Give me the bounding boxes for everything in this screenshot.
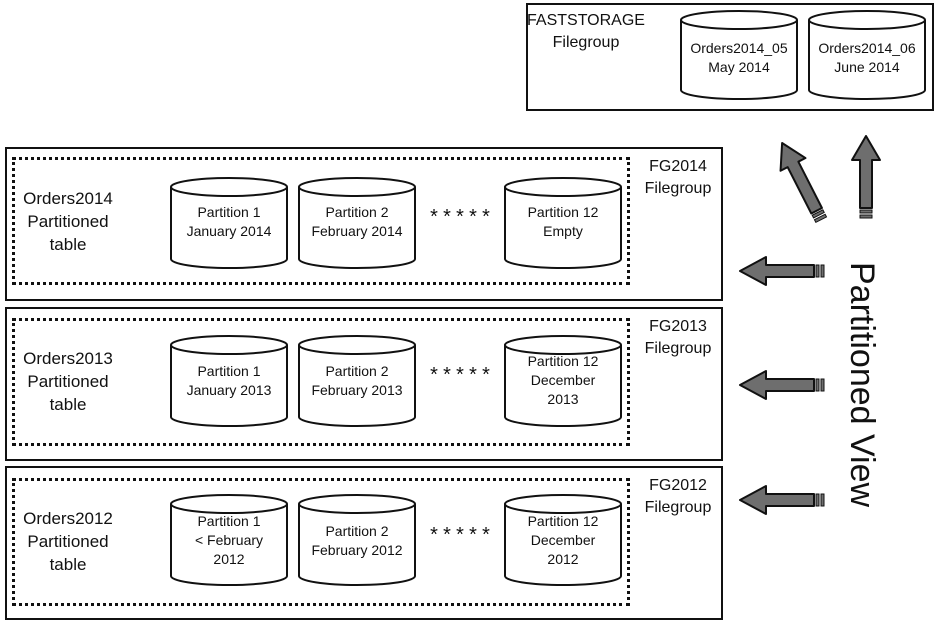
orders2013-table-label: Orders2013 Partitioned table: [18, 347, 118, 416]
partition-line1: Partition 1: [197, 513, 261, 529]
cylinder-icon: [504, 494, 622, 586]
faststorage-title-line2: Filegroup: [552, 34, 620, 51]
cylinder-icon: [680, 10, 798, 100]
fg2013-label: FG2013 Filegroup: [636, 316, 720, 360]
orders2014-partitioned-table-border: [12, 157, 630, 285]
partition-line1: Partition 12: [527, 204, 599, 220]
arrow-left-to-fg2014-icon: [739, 256, 825, 286]
cylinder-icon: [170, 494, 288, 586]
partition-line2: Empty: [543, 223, 583, 239]
fg-label-line2: Filegroup: [644, 180, 712, 197]
partition-1-2012: Partition 1 < February 2012: [170, 494, 288, 586]
fg2012-label: FG2012 Filegroup: [636, 475, 720, 519]
table-label-line3: table: [49, 235, 87, 254]
partition-line2: January 2014: [186, 223, 272, 239]
fg-label-line1: FG2014: [649, 158, 707, 175]
partition-line1: Partition 12: [527, 513, 599, 529]
partition-2-2014: Partition 2 February 2014: [298, 177, 416, 269]
partition-ellipsis: *****: [428, 526, 494, 549]
faststorage-title-line1: FASTSTORAGE: [527, 12, 645, 29]
table-label-line1: Orders2013: [23, 349, 113, 368]
cylinder-icon: [298, 177, 416, 269]
table-label-line2: Partitioned: [27, 532, 109, 551]
partition-line2: February 2013: [311, 382, 403, 398]
cylinder-orders2014-06: Orders2014_06 June 2014: [808, 10, 926, 100]
partition-line2: February 2014: [311, 223, 403, 239]
arrow-left-to-fg2013-icon: [739, 370, 825, 400]
partition-line1: Partition 12: [527, 353, 599, 369]
arrow-diagonal-to-faststorage-icon: [779, 142, 828, 224]
cylinder-icon: [298, 335, 416, 427]
partition-12-2012: Partition 12 December 2012: [504, 494, 622, 586]
arrow-up-to-faststorage-icon: [851, 135, 881, 219]
cylinder-icon: [298, 494, 416, 586]
partition-12-2013: Partition 12 December 2013: [504, 335, 622, 427]
cylinder-icon: [170, 177, 288, 269]
fg-label-line1: FG2013: [649, 318, 707, 335]
fg-label-line2: Filegroup: [644, 499, 712, 516]
cylinder-icon: [170, 335, 288, 427]
orders2014-table-label: Orders2014 Partitioned table: [18, 187, 118, 256]
partition-line2: December: [530, 532, 596, 548]
partition-line2: February 2012: [311, 542, 403, 558]
cylinder-icon: [504, 335, 622, 427]
partition-line1: Partition 2: [325, 363, 389, 379]
arrow-left-to-fg2012-icon: [739, 485, 825, 515]
fg-label-line1: FG2012: [649, 477, 707, 494]
orders2013-partitioned-table-border: [12, 318, 630, 446]
partition-12-2014: Partition 12 Empty: [504, 177, 622, 269]
table-label-line3: table: [49, 555, 87, 574]
partition-2-2013: Partition 2 February 2013: [298, 335, 416, 427]
cylinder-icon: [504, 177, 622, 269]
partition-line3: 2012: [547, 551, 579, 567]
partition-line2: December: [530, 372, 596, 388]
cylinder-line2: May 2014: [708, 59, 770, 75]
partitioned-view-label: Partitioned View: [840, 262, 884, 522]
partition-line1: Partition 2: [325, 204, 389, 220]
table-label-line1: Orders2014: [23, 189, 113, 208]
cylinder-line1: Orders2014_05: [690, 40, 788, 56]
partition-line1: Partition 1: [197, 363, 261, 379]
cylinder-orders2014-05: Orders2014_05 May 2014: [680, 10, 798, 100]
partition-line1: Partition 2: [325, 523, 389, 539]
fg-label-line2: Filegroup: [644, 340, 712, 357]
table-label-line2: Partitioned: [27, 372, 109, 391]
partition-line3: 2013: [547, 391, 579, 407]
partitioned-view-text: Partitioned View: [843, 262, 881, 508]
faststorage-title: FASTSTORAGE Filegroup: [526, 10, 646, 54]
cylinder-line1: Orders2014_06: [818, 40, 916, 56]
partition-line3: 2012: [213, 551, 245, 567]
partition-line2: < February: [194, 532, 264, 548]
table-label-line3: table: [49, 395, 87, 414]
table-label-line2: Partitioned: [27, 212, 109, 231]
cylinder-icon: [808, 10, 926, 100]
partition-ellipsis: *****: [428, 366, 494, 389]
partition-line2: January 2013: [186, 382, 272, 398]
table-label-line1: Orders2012: [23, 509, 113, 528]
partition-1-2013: Partition 1 January 2013: [170, 335, 288, 427]
partition-2-2012: Partition 2 February 2012: [298, 494, 416, 586]
partition-1-2014: Partition 1 January 2014: [170, 177, 288, 269]
orders2012-partitioned-table-border: [12, 478, 630, 606]
orders2012-table-label: Orders2012 Partitioned table: [18, 507, 118, 576]
partition-ellipsis: *****: [428, 208, 494, 231]
partition-line1: Partition 1: [197, 204, 261, 220]
cylinder-line2: June 2014: [834, 59, 900, 75]
fg2014-label: FG2014 Filegroup: [636, 156, 720, 200]
